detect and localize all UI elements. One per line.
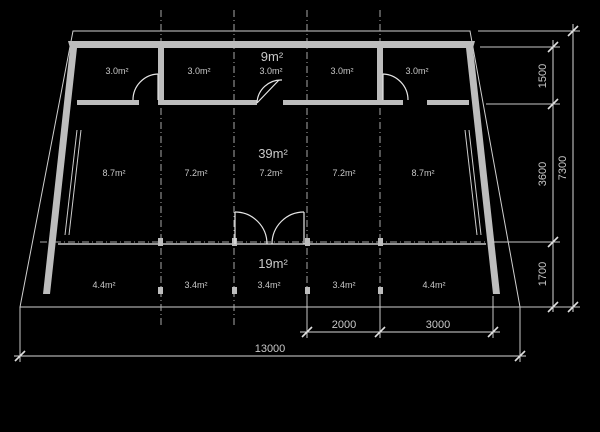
area-mid-4: 7.2m² (332, 168, 355, 178)
room-labels: 3.0m² 3.0m² 3.0m² 3.0m² 3.0m² 8.7m² 7.2m… (92, 66, 445, 290)
area-top-2: 3.0m² (187, 66, 210, 76)
area-bot-5: 4.4m² (422, 280, 445, 290)
area-mid-5: 8.7m² (411, 168, 434, 178)
area-bot-1: 4.4m² (92, 280, 115, 290)
area-top-3: 3.0m² (259, 66, 282, 76)
area-bot-2: 3.4m² (184, 280, 207, 290)
area-mid-2: 7.2m² (184, 168, 207, 178)
area-top-4: 3.0m² (330, 66, 353, 76)
door-double-center (234, 211, 305, 245)
door-top-left (132, 73, 159, 101)
dim-h-13000: 13000 (255, 343, 286, 355)
area-bot-3: 3.4m² (257, 280, 280, 290)
door-top-center (256, 79, 283, 104)
area-mid-3: 7.2m² (259, 168, 282, 178)
dim-v-1700: 1700 (537, 262, 549, 286)
dim-h-2000: 2000 (332, 319, 356, 331)
total-top: 9m² (261, 49, 284, 64)
vertical-dimensions: 1500 3600 1700 7300 (478, 24, 580, 313)
dim-v-1500: 1500 (537, 64, 549, 88)
area-bot-4: 3.4m² (332, 280, 355, 290)
doors (132, 73, 409, 245)
area-top-1: 3.0m² (105, 66, 128, 76)
horizontal-dimensions: 2000 3000 13000 (14, 296, 526, 362)
dim-v-3600: 3600 (537, 162, 549, 186)
area-mid-1: 8.7m² (102, 168, 125, 178)
total-bottom: 19m² (258, 256, 288, 271)
area-top-5: 3.0m² (405, 66, 428, 76)
zone-totals: 9m² 39m² 19m² (258, 49, 288, 271)
door-top-right (382, 73, 409, 101)
total-middle: 39m² (258, 146, 288, 161)
dim-h-3000: 3000 (426, 319, 450, 331)
dim-v-7300: 7300 (557, 156, 569, 180)
side-window-rails (64, 129, 482, 236)
